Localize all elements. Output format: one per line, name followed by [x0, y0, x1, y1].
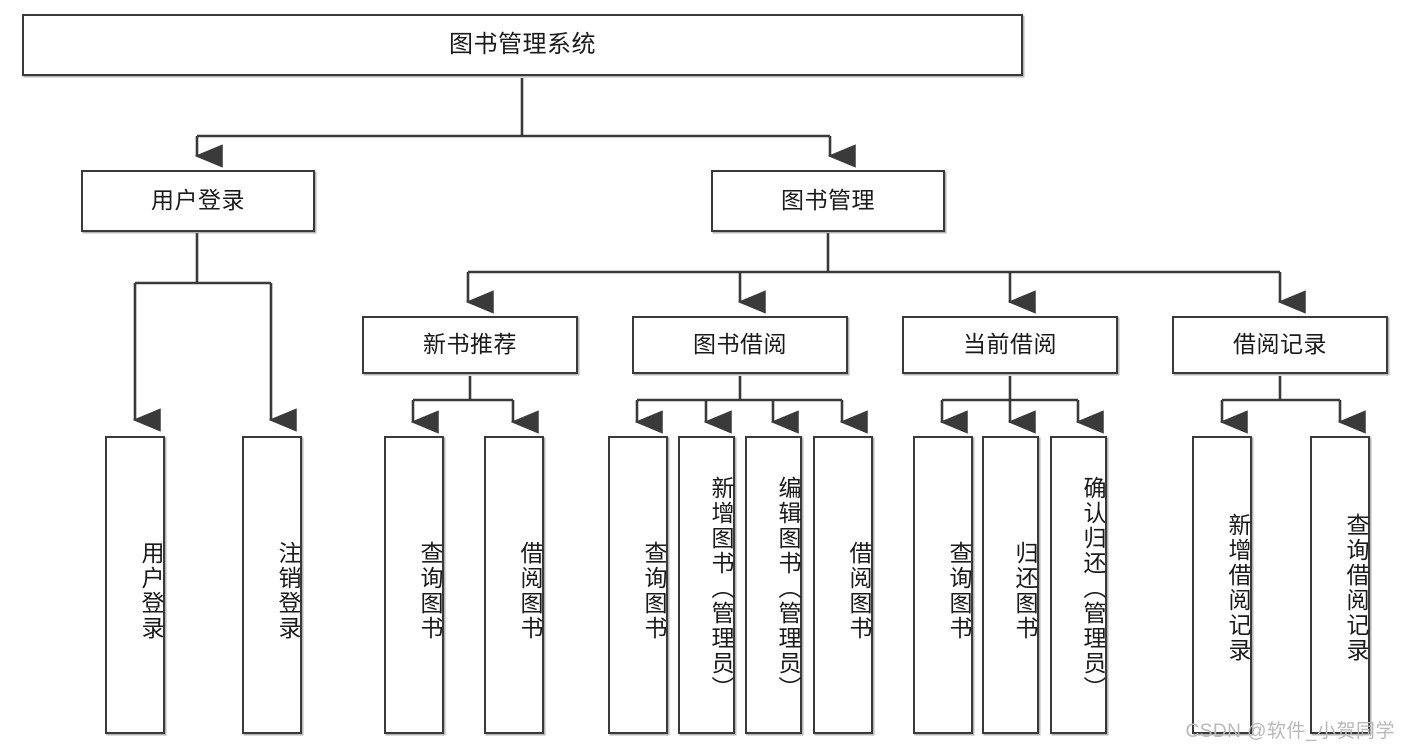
- node-new-book-recommend[interactable]: 新书推荐: [362, 316, 578, 374]
- csdn-watermark: CSDN @软件_小贺同学: [1185, 721, 1395, 742]
- node-current-borrow[interactable]: 当前借阅: [902, 316, 1118, 374]
- leaf-book-borrow-add-book-admin[interactable]: 新增图书（管理员）: [678, 436, 735, 734]
- leaf-user-login-login[interactable]: 用户登录: [105, 436, 165, 734]
- node-root-book-management-system[interactable]: 图书管理系统: [22, 14, 1023, 76]
- leaf-borrow-record-add-record[interactable]: 新增借阅记录: [1192, 436, 1252, 734]
- leaf-book-borrow-query-book[interactable]: 查询图书: [608, 436, 668, 734]
- leaf-book-borrow-edit-book-admin[interactable]: 编辑图书（管理员）: [745, 436, 802, 734]
- leaf-new-book-borrow-book[interactable]: 借阅图书: [484, 436, 544, 734]
- leaf-current-borrow-confirm-return-admin[interactable]: 确认归还（管理员）: [1050, 436, 1107, 734]
- leaf-borrow-record-query-record[interactable]: 查询借阅记录: [1310, 436, 1370, 734]
- node-book-management[interactable]: 图书管理: [711, 170, 945, 232]
- leaf-book-borrow-borrow-book[interactable]: 借阅图书: [813, 436, 873, 734]
- node-book-borrow[interactable]: 图书借阅: [632, 316, 848, 374]
- leaf-user-login-logout[interactable]: 注销登录: [242, 436, 302, 734]
- node-borrow-record[interactable]: 借阅记录: [1172, 316, 1388, 374]
- leaf-current-borrow-return-book[interactable]: 归还图书: [982, 436, 1039, 734]
- node-user-login[interactable]: 用户登录: [81, 170, 315, 232]
- leaf-new-book-query-book[interactable]: 查询图书: [384, 436, 444, 734]
- leaf-current-borrow-query-book[interactable]: 查询图书: [913, 436, 973, 734]
